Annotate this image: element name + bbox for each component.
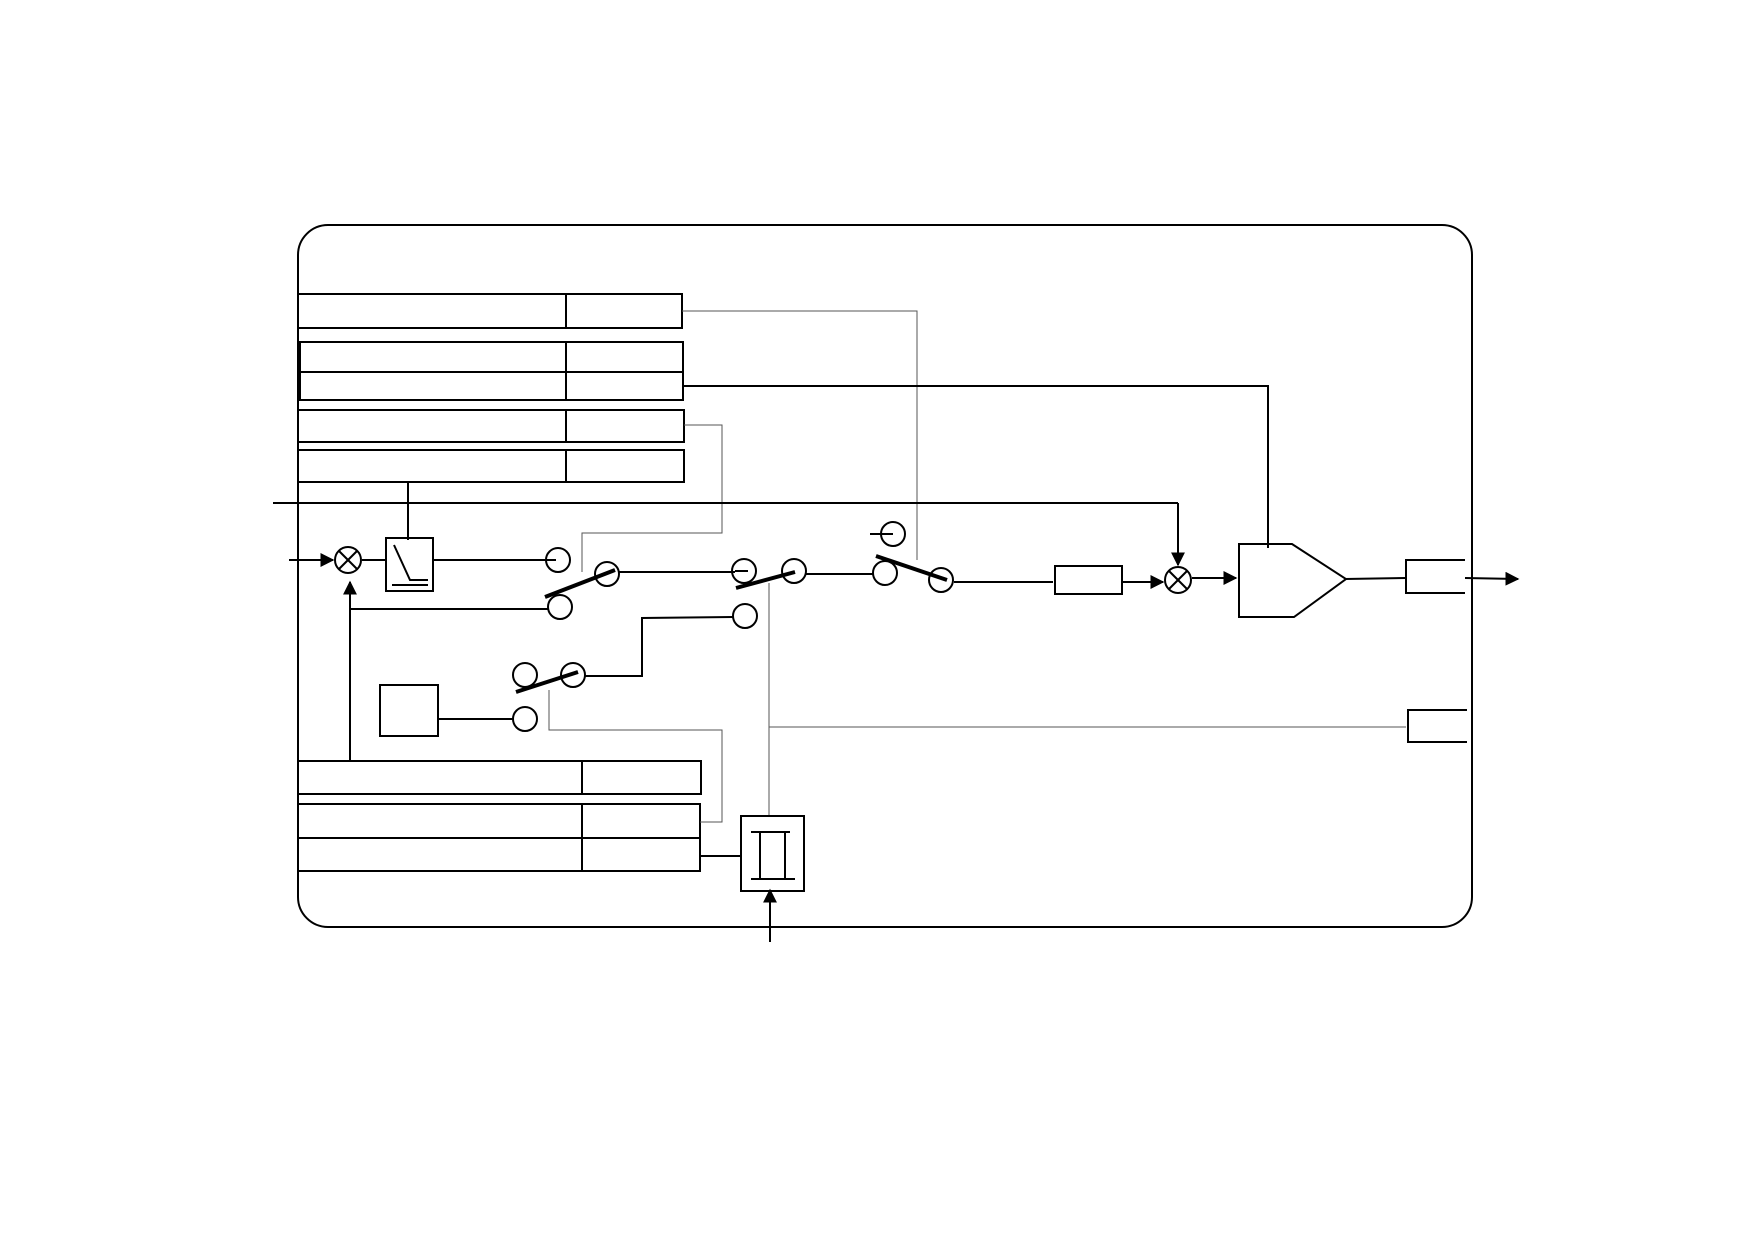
control-lines (548, 310, 1406, 823)
pulse-icon (740, 815, 805, 892)
output-port-main (1405, 559, 1465, 594)
switch2-contact-bottom (732, 603, 758, 629)
amplifier-icon (1238, 543, 1348, 618)
control-line-table-bottom-to-switch4 (548, 690, 723, 823)
switch-icon (512, 662, 586, 732)
switch1-blade (544, 568, 616, 599)
output-port-aux (1407, 709, 1467, 743)
switch-icon (731, 558, 807, 629)
wire-amplifier-to-port (1344, 577, 1407, 580)
table-top-row-5 (297, 449, 685, 483)
switch2-contact-left (731, 558, 757, 584)
source-block (379, 684, 439, 737)
switch-icon (870, 521, 954, 593)
switch2-blade (735, 570, 796, 590)
lowpass-filter-icon (385, 537, 434, 592)
wire-table-row2-to-amplifier (683, 385, 1269, 548)
output-mixer-cross-b (1168, 570, 1188, 590)
input-mixer-cross-b (338, 550, 358, 570)
table-bottom-row-1 (297, 760, 702, 795)
switch1-contact-common (594, 561, 620, 587)
switch-icon (544, 547, 620, 620)
signal-wires (273, 385, 1520, 942)
filter-block-frame (385, 537, 434, 592)
wire-port-to-output (1464, 571, 1520, 586)
output-mixer-circle (1164, 566, 1192, 594)
switch4-blade (515, 670, 579, 694)
mixer-icon (1164, 566, 1192, 594)
control-line-table-row4-to-switch1 (581, 424, 723, 572)
switch4-contact-bottom (512, 706, 538, 732)
parameter-table-top (297, 293, 685, 483)
parameter-table-bottom (297, 760, 702, 872)
switch2-contact-right (781, 558, 807, 584)
table-top-row-4 (297, 409, 685, 443)
filter-curve (393, 544, 428, 581)
switch3-contact-left (872, 560, 898, 586)
mixer-icon (334, 546, 362, 574)
switch4-contact-right (560, 662, 586, 688)
control-line-table-row1-to-switch3 (682, 310, 918, 560)
table-top-row-1 (297, 293, 683, 329)
attenuator-block (1054, 565, 1123, 595)
wire-switch4-to-switch2 (585, 616, 734, 677)
switch4-contact-top (512, 662, 538, 688)
pulse-block-frame (740, 815, 805, 892)
enclosure-frame (297, 224, 1473, 928)
switch3-blade (875, 554, 948, 582)
switch3-contact-right (928, 567, 954, 593)
input-mixer-circle (334, 546, 362, 574)
switch1-contact-bottom (547, 594, 573, 620)
